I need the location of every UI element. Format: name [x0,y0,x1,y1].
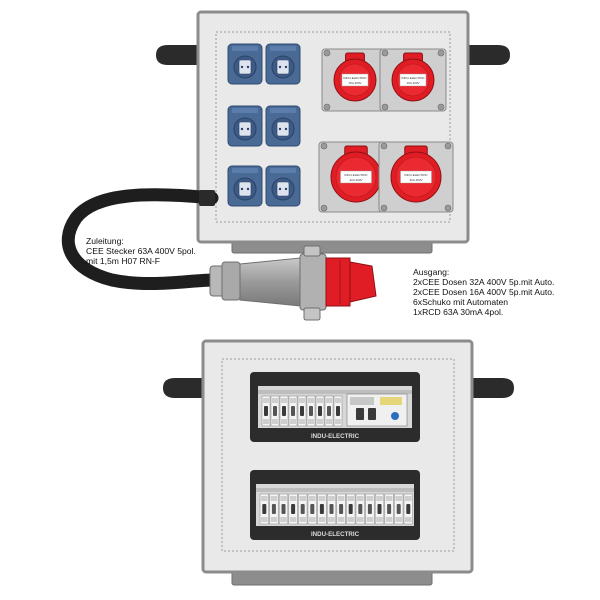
socket-label-line2: 32A 400V [409,178,422,182]
lower-breakers [259,493,413,525]
cee-plug-icon [209,245,377,321]
circuit-breaker-icon [355,493,365,525]
schuko-socket-icon [227,105,263,147]
socket-label-line1: INDU-ELECTRIC [401,76,425,80]
left-handle [163,378,205,398]
circuit-breaker-icon [365,493,375,525]
circuit-breaker-icon [288,493,298,525]
upper-breakers [261,393,408,427]
feed-label-line2: mit 1,5m H07 RN-F [86,256,161,266]
schuko-socket-icon [227,43,263,85]
socket-label-line1: INDU-ELECTRIC [343,76,367,80]
circuit-breaker-icon [374,493,385,525]
feed-label: Zuleitung: CEE Stecker 63A 400V 5pol. mi… [86,236,196,266]
housing-lid-outline [221,358,455,552]
circuit-breaker-icon [297,395,307,427]
circuit-breaker-icon [384,493,394,525]
circuit-breaker-icon [394,493,404,525]
circuit-breaker-icon [261,395,271,427]
schuko-socket-icon [265,105,301,147]
cable [61,188,221,291]
circuit-breaker-icon [279,395,289,427]
socket-label-line2: 16A 400V [406,81,419,85]
socket-label-line2: 32A 400V [349,178,362,182]
circuit-breaker-icon [307,493,317,525]
output-label-line1: 2xCEE Dosen 32A 400V 5p.mit Auto. [413,277,555,287]
socket-label-line1: INDU-ELECTRIC [344,173,368,177]
circuit-breaker-icon [298,493,308,525]
output-label-line2: 2xCEE Dosen 16A 400V 5p.mit Auto. [413,287,555,297]
lower-breaker-panel: INDU-ELECTRIC [250,470,420,540]
circuit-breaker-icon [270,395,280,427]
circuit-breaker-icon [403,493,413,525]
panel-brand-upper: INDU-ELECTRIC [311,433,360,440]
output-label-line4: 1xRCD 63A 30mA 4pol. [413,307,504,317]
right-handle [468,45,510,65]
circuit-breaker-icon [333,395,343,427]
right-handle [472,378,514,398]
circuit-breaker-icon [306,395,316,427]
socket-label-line1: INDU-ELECTRIC [404,173,428,177]
schuko-socket-icon [227,165,263,207]
upper-breaker-panel: INDU-ELECTRIC [250,372,420,442]
panel-brand-lower: INDU-ELECTRIC [311,531,360,538]
schuko-sockets [227,43,301,207]
feed-label-heading: Zuleitung: [86,236,124,246]
circuit-breaker-icon [278,493,289,525]
bottom-box: INDU-ELECTRIC INDU-ELECTRIC [163,339,514,586]
output-label: Ausgang: 2xCEE Dosen 32A 400V 5p.mit Aut… [413,267,554,317]
circuit-breaker-icon [317,493,327,525]
circuit-breaker-icon [336,493,346,525]
rcd-icon [346,393,408,427]
circuit-breaker-icon [315,395,325,427]
circuit-breaker-icon [346,493,356,525]
schuko-socket-icon [265,43,301,85]
circuit-breaker-icon [326,493,337,525]
socket-label-line2: 16A 400V [348,81,361,85]
output-label-line3: 6xSchuko mit Automaten [413,297,509,307]
feed-label-line1: CEE Stecker 63A 400V 5pol. [86,246,196,256]
schuko-socket-icon [265,165,301,207]
housing-lid-outline [215,31,451,223]
cable-gland [199,190,215,206]
supply-cable [61,188,221,291]
circuit-breaker-icon [324,395,334,427]
output-label-heading: Ausgang: [413,267,450,277]
circuit-breaker-icon [269,493,279,525]
circuit-breaker-icon [288,395,298,427]
left-handle [156,45,198,65]
circuit-breaker-icon [259,493,269,525]
